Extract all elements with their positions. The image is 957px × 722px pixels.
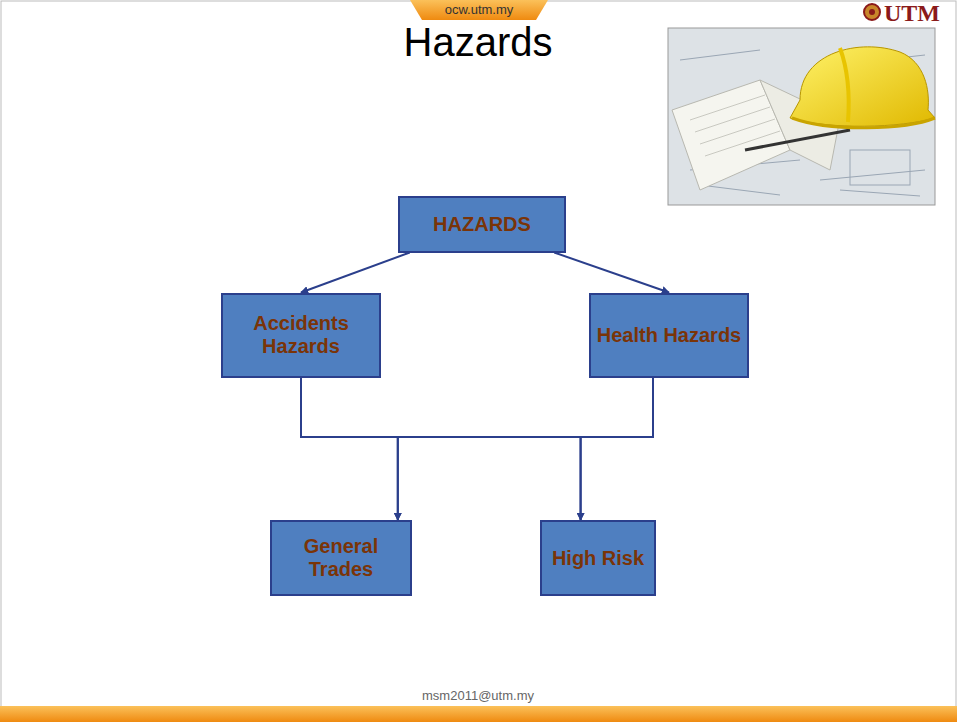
connector-arrow — [301, 253, 410, 293]
footer-bar — [0, 706, 957, 722]
connector-arrow — [554, 253, 669, 293]
box-label: Accidents Hazards — [223, 312, 379, 358]
connector-arrow — [301, 378, 398, 521]
utm-emblem — [864, 4, 880, 20]
process-box: High Risk — [540, 520, 656, 596]
box-label: High Risk — [552, 547, 644, 570]
header-tab — [410, 0, 548, 20]
connector-arrow — [581, 378, 653, 521]
hardhat-photo — [668, 28, 935, 205]
box-label: HAZARDS — [433, 213, 531, 236]
site-address: ocw.utm.my — [445, 2, 514, 17]
process-box: Health Hazards — [589, 293, 749, 378]
connector-arrow — [301, 378, 581, 521]
process-box: Accidents Hazards — [221, 293, 381, 378]
connector-arrow — [398, 378, 653, 521]
box-label: Health Hazards — [597, 324, 742, 347]
process-box: HAZARDS — [398, 196, 566, 253]
box-label: General Trades — [272, 535, 410, 581]
logo-text: UTM — [884, 0, 940, 27]
slide-title: Hazards — [404, 20, 553, 65]
footer-email: msm2011@utm.my — [422, 688, 534, 703]
process-box: General Trades — [270, 520, 412, 596]
